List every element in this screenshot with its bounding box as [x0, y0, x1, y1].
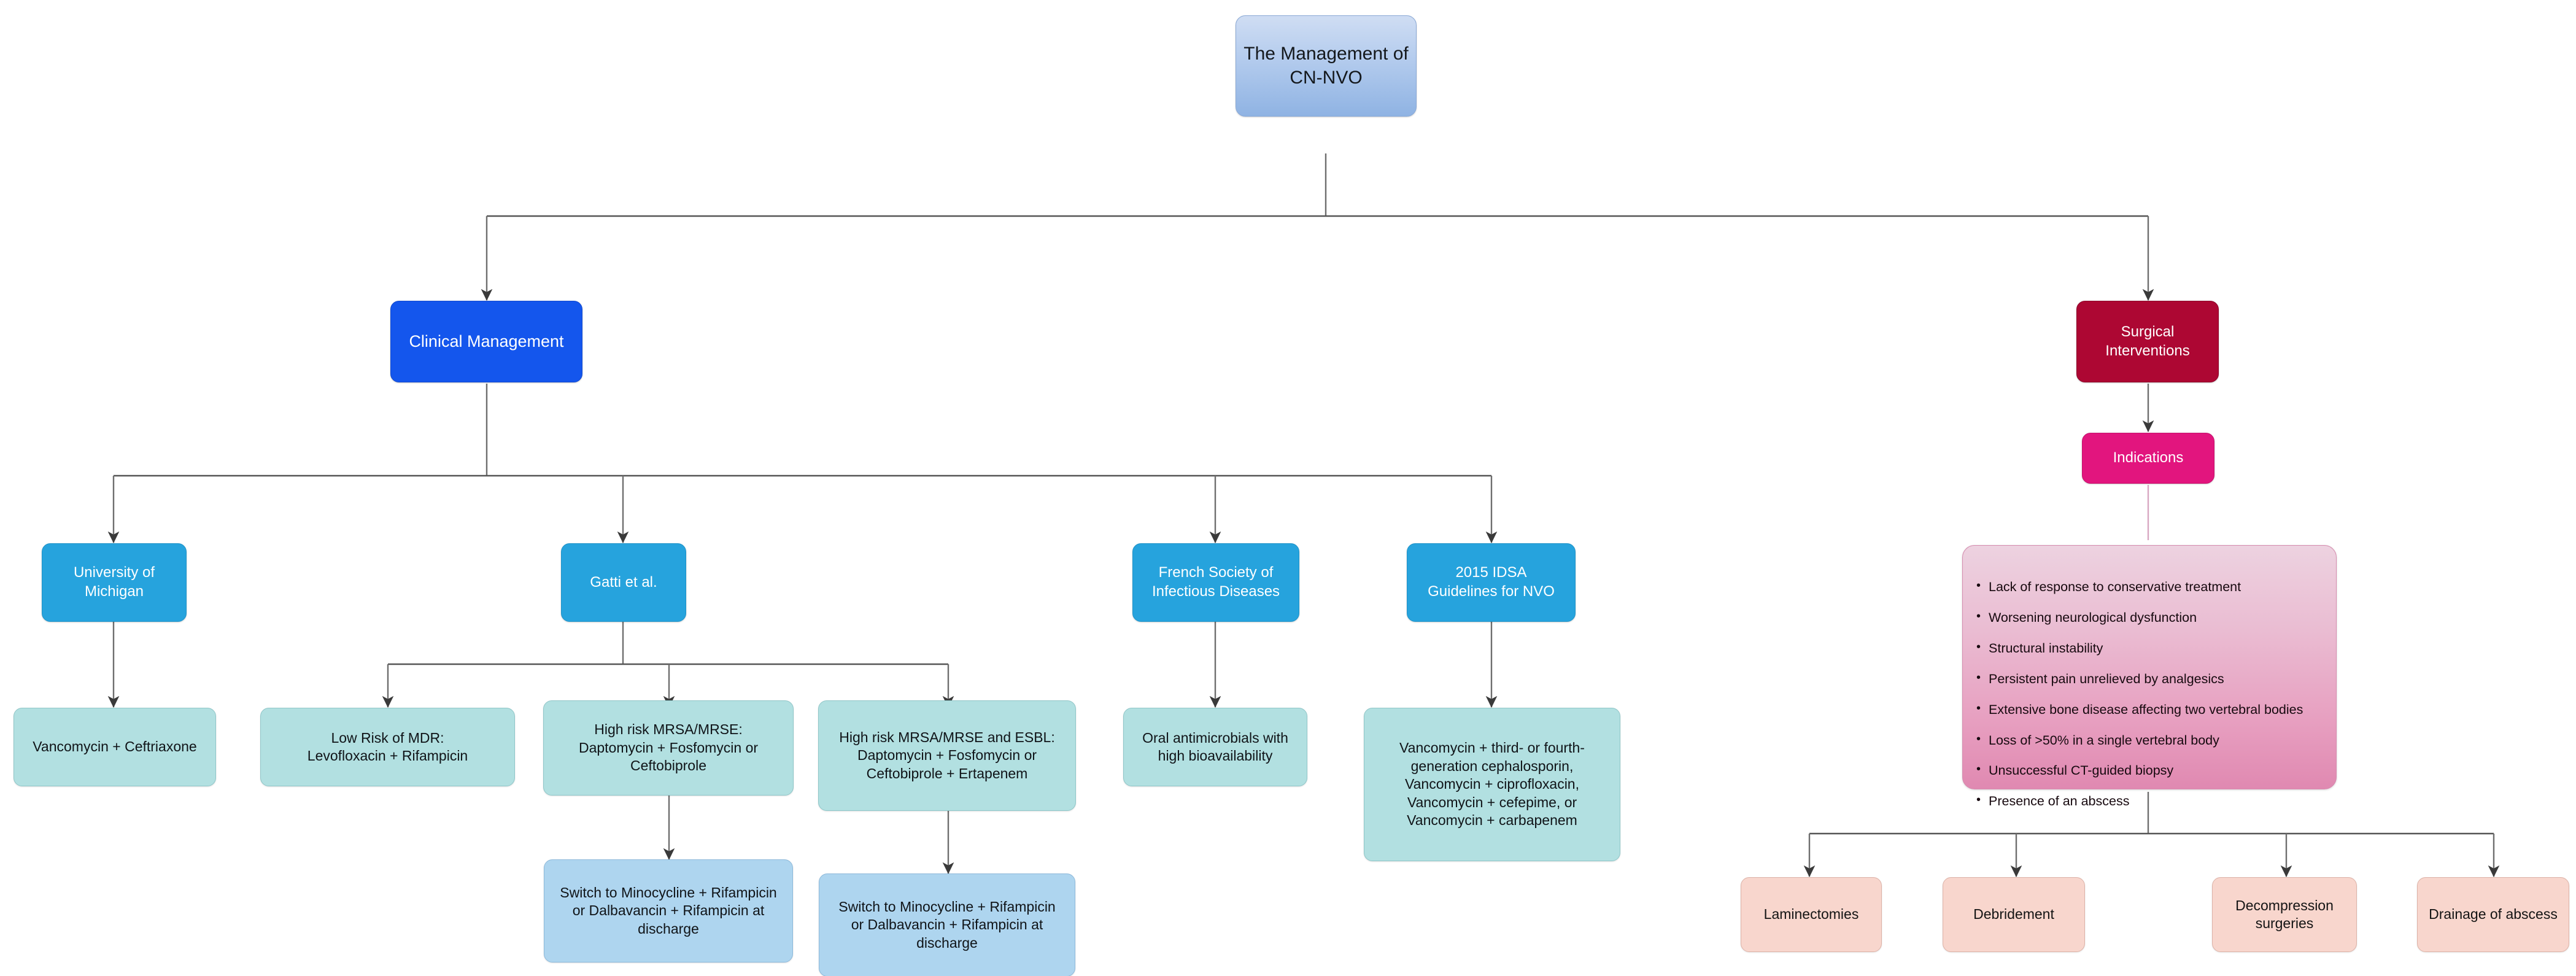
- node-gatti-high-mrsa[interactable]: High risk MRSA/MRSE: Daptomycin + Fosfom…: [543, 700, 794, 796]
- indication-item: Extensive bone disease affecting two ver…: [1976, 700, 2324, 719]
- node-laminectomies[interactable]: Laminectomies: [1741, 877, 1882, 952]
- indication-item: Presence of an abscess: [1976, 792, 2324, 810]
- node-decompression-surgeries[interactable]: Decompression surgeries: [2212, 877, 2357, 952]
- node-indications-panel: Lack of response to conservative treatme…: [1962, 545, 2337, 809]
- indication-item: Unsuccessful CT-guided biopsy: [1976, 761, 2324, 780]
- node-french-regimen[interactable]: Oral antimicrobials with high bioavailab…: [1123, 708, 1307, 786]
- node-debridement[interactable]: Debridement: [1943, 877, 2085, 952]
- node-surgical-interventions[interactable]: Surgical Interventions: [2076, 301, 2219, 382]
- node-idsa-2015[interactable]: 2015 IDSA Guidelines for NVO: [1407, 543, 1576, 622]
- node-gatti-switch-1[interactable]: Switch to Minocycline + Rifampicin or Da…: [544, 859, 793, 962]
- indication-item: Lack of response to conservative treatme…: [1976, 578, 2324, 596]
- node-indications[interactable]: Indications: [2082, 433, 2214, 484]
- node-michigan-regimen[interactable]: Vancomycin + Ceftriaxone: [14, 708, 216, 786]
- node-idsa-regimen[interactable]: Vancomycin + third- or fourth- generatio…: [1364, 708, 1620, 861]
- indications-bullet-list: Lack of response to conservative treatme…: [1973, 565, 2324, 823]
- node-french-society[interactable]: French Society of Infectious Diseases: [1132, 543, 1299, 622]
- node-root[interactable]: The Management of CN-NVO: [1236, 15, 1417, 117]
- node-gatti-switch-2[interactable]: Switch to Minocycline + Rifampicin or Da…: [819, 873, 1075, 976]
- node-gatti-high-mrsa-esbl[interactable]: High risk MRSA/MRSE and ESBL: Daptomycin…: [818, 700, 1076, 811]
- indication-item: Worsening neurological dysfunction: [1976, 608, 2324, 627]
- indication-item: Structural instability: [1976, 639, 2324, 657]
- node-gatti-low-risk[interactable]: Low Risk of MDR: Levofloxacin + Rifampic…: [260, 708, 515, 786]
- node-drainage-of-abscess[interactable]: Drainage of abscess: [2417, 877, 2569, 952]
- node-clinical-management[interactable]: Clinical Management: [390, 301, 582, 382]
- node-gatti[interactable]: Gatti et al.: [561, 543, 686, 622]
- indication-item: Loss of >50% in a single vertebral body: [1976, 731, 2324, 749]
- node-university-of-michigan[interactable]: University of Michigan: [42, 543, 187, 622]
- indication-item: Persistent pain unrelieved by analgesics: [1976, 670, 2324, 688]
